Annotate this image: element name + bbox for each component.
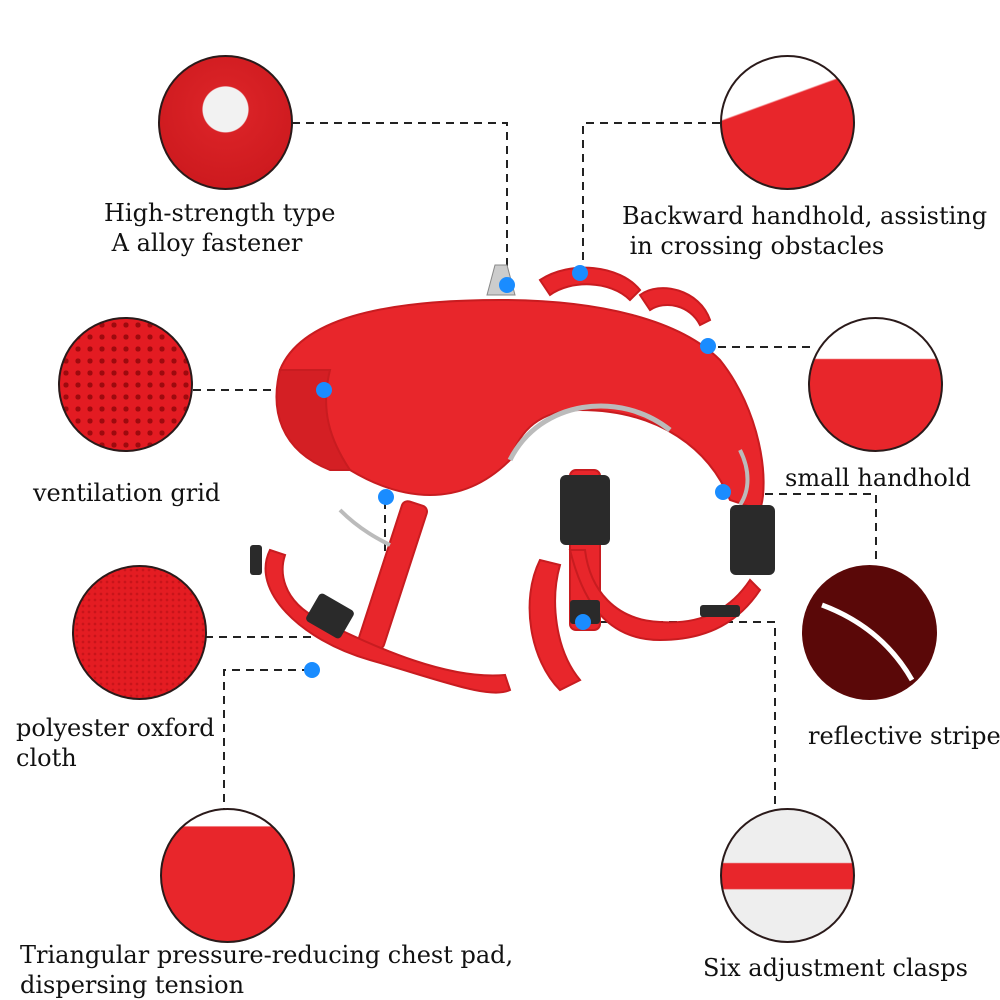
chest-pad-detail-image — [160, 808, 295, 943]
marker-fastener — [499, 277, 515, 293]
ventilation-grid-detail-image — [58, 317, 193, 452]
marker-small-handhold — [700, 338, 716, 354]
marker-backward-handhold — [572, 265, 588, 281]
marker-ventilation — [316, 382, 332, 398]
label-fastener: High-strength type A alloy fastener — [104, 199, 336, 257]
backward-handhold-detail-image — [720, 55, 855, 190]
oxford-cloth-detail-image — [72, 565, 207, 700]
label-small-handhold: small handhold — [785, 464, 971, 492]
fastener-detail-image — [158, 55, 293, 190]
label-reflective: reflective stripe — [808, 722, 1000, 750]
marker-oxford — [378, 489, 394, 505]
small-handhold-detail-image — [808, 317, 943, 452]
label-backward-handhold: Backward handhold, assisting in crossing… — [622, 202, 988, 260]
reflective-stripe-icon — [821, 602, 915, 682]
reflective-stripe-detail-image — [802, 565, 937, 700]
label-clasps: Six adjustment clasps — [703, 954, 968, 982]
harness-image — [250, 264, 775, 694]
label-ventilation: ventilation grid — [33, 479, 221, 507]
label-oxford: polyester oxford cloth — [16, 714, 215, 772]
marker-chest-pad — [304, 662, 320, 678]
marker-clasps — [575, 614, 591, 630]
marker-reflective — [715, 484, 731, 500]
label-chest-pad: Triangular pressure-reducing chest pad, … — [20, 941, 514, 999]
adjustment-clasp-detail-image — [720, 808, 855, 943]
